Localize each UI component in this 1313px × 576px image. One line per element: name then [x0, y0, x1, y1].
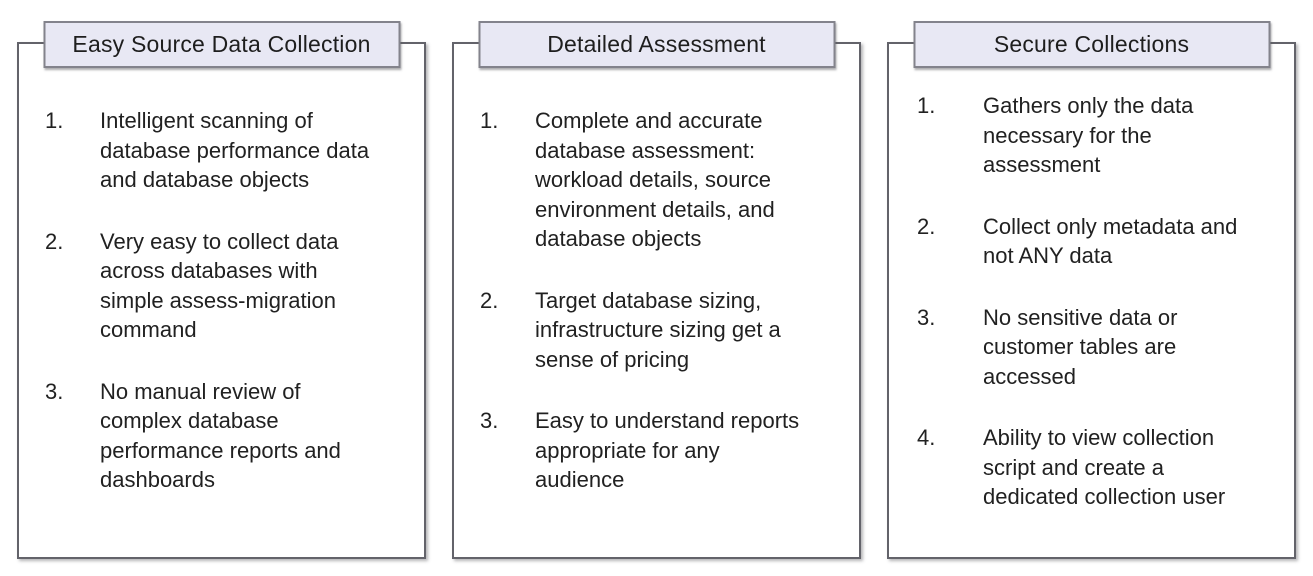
item-number: 2.: [917, 213, 936, 239]
item-text: Target database sizing, infrastructure s…: [535, 287, 781, 372]
numbered-list: 1. Intelligent scanning of database perfo…: [19, 44, 424, 495]
item-text: No manual review of complex database per…: [100, 378, 341, 493]
item-number: 1.: [480, 108, 499, 133]
item-number: 1.: [45, 108, 64, 133]
list-item: 1. Complete and accurate database assessm…: [454, 106, 851, 254]
list-item: 4. Ability to view collection script and …: [889, 423, 1286, 512]
list-item: 2. Collect only metadata and not ANY data: [889, 212, 1286, 271]
item-number: 3.: [45, 378, 64, 404]
list-item: 1. Intelligent scanning of database perfo…: [19, 106, 416, 195]
list-item: 3. No manual review of complex database p…: [19, 377, 416, 495]
item-number: 3.: [480, 408, 499, 433]
panel-detailed-assessment: Detailed Assessment 1. Complete and accur…: [452, 21, 861, 559]
numbered-list: 1. Complete and accurate database assessm…: [454, 44, 859, 495]
item-text: No sensitive data or customer tables are…: [983, 304, 1178, 389]
item-number: 2.: [45, 228, 64, 254]
item-text: Gathers only the data necessary for the …: [983, 93, 1194, 177]
panel-body-box: 1. Intelligent scanning of database perfo…: [17, 42, 426, 559]
item-text: Complete and accurate database assessmen…: [535, 108, 775, 251]
item-number: 1.: [917, 93, 936, 118]
item-number: 3.: [917, 304, 936, 330]
panel-body-box: 1. Complete and accurate database assessm…: [452, 42, 861, 559]
list-item: 2. Very easy to collect data across datab…: [19, 227, 416, 345]
list-item: 1. Gathers only the data necessary for th…: [889, 91, 1286, 180]
item-text: Easy to understand reports appropriate f…: [535, 408, 800, 492]
list-item: 2. Target database sizing, infrastructure…: [454, 286, 851, 375]
list-item: 3. Easy to understand reports appropriate…: [454, 406, 851, 495]
panel-title: Secure Collections: [993, 31, 1190, 57]
panel-secure-collections: Secure Collections 1. Gathers only the da…: [887, 21, 1296, 559]
panel-header-secure-collections: Secure Collections: [913, 21, 1270, 68]
item-text: Collect only metadata and not ANY data: [983, 213, 1238, 269]
list-item: 3. No sensitive data or customer tables a…: [889, 303, 1286, 392]
item-text: Intelligent scanning of database perform…: [100, 108, 370, 192]
panel-title: Detailed Assessment: [547, 31, 766, 57]
panel-easy-source-data-collection: Easy Source Data Collection 1. Intelligen…: [17, 21, 426, 559]
panel-body-box: 1. Gathers only the data necessary for th…: [887, 42, 1296, 559]
numbered-list: 1. Gathers only the data necessary for th…: [889, 44, 1294, 512]
panel-title: Easy Source Data Collection: [72, 31, 371, 57]
panel-header-easy-source-data-collection: Easy Source Data Collection: [43, 21, 400, 68]
item-text: Very easy to collect data across databas…: [100, 228, 339, 343]
item-number: 4.: [917, 425, 936, 450]
panel-header-detailed-assessment: Detailed Assessment: [478, 21, 835, 68]
item-text: Ability to view collection script and cr…: [983, 425, 1226, 509]
item-number: 2.: [480, 287, 499, 313]
